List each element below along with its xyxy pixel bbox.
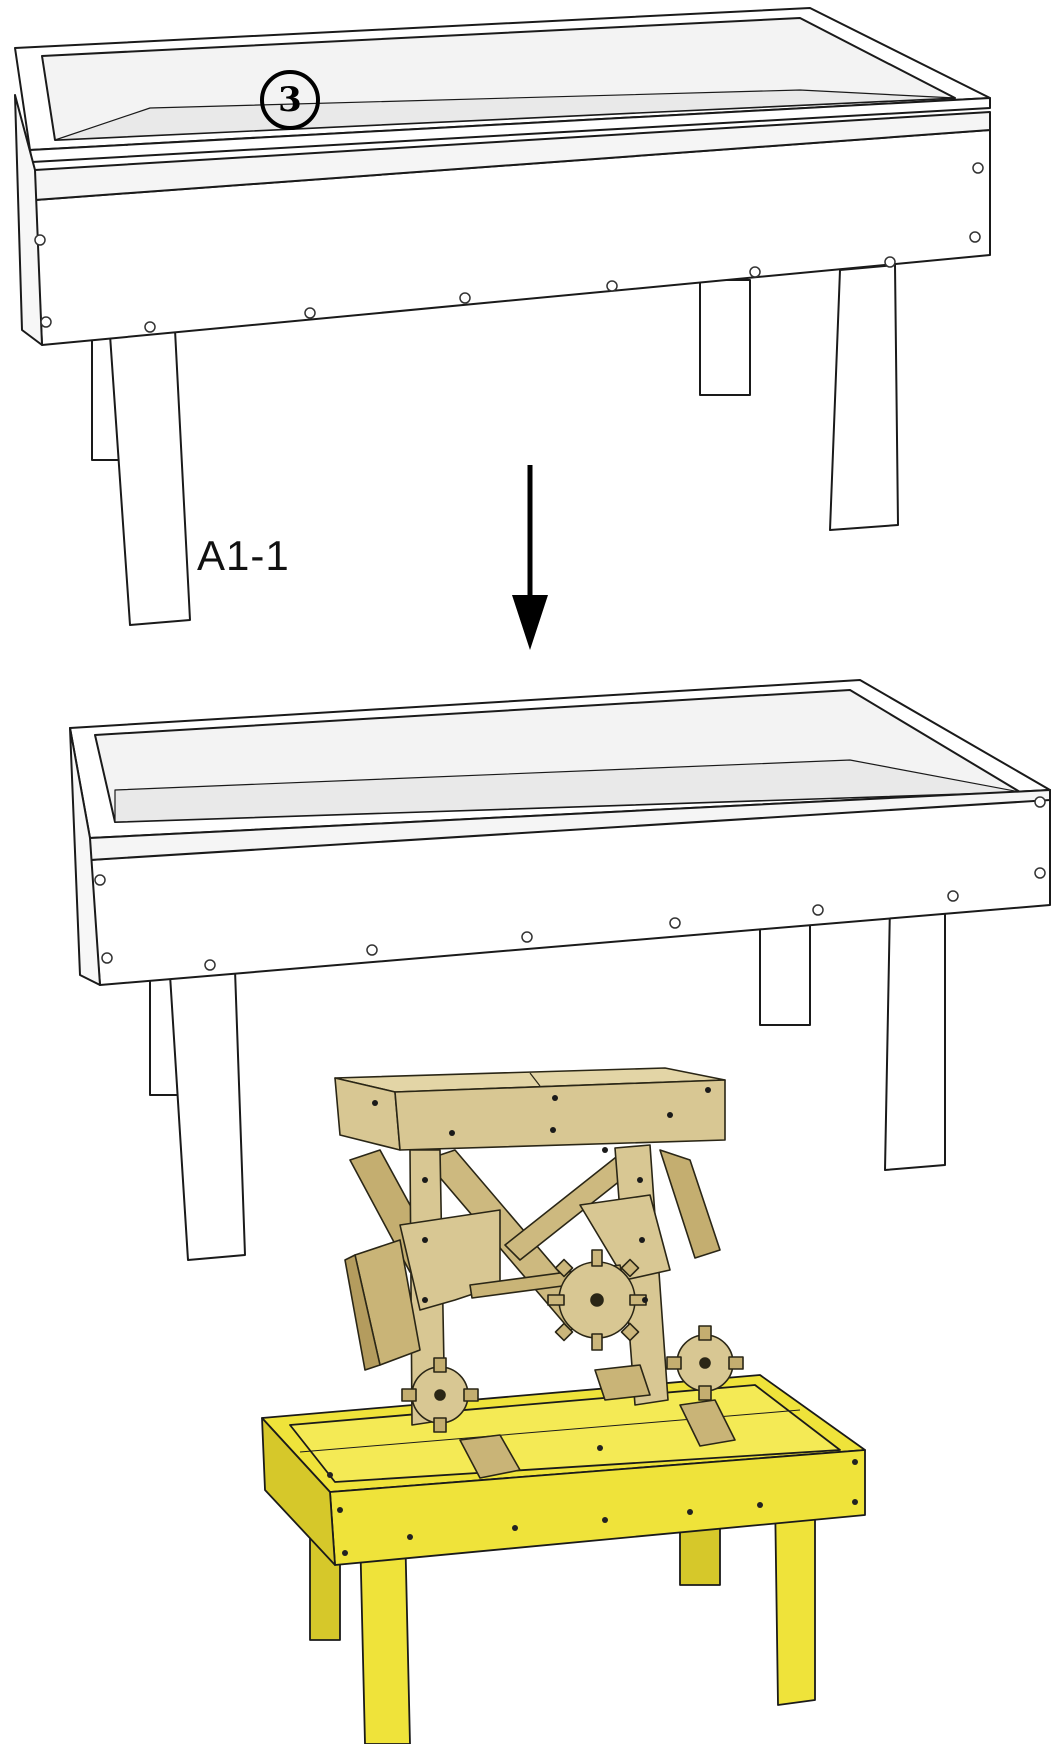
screw-icon: [852, 1499, 858, 1505]
screw-icon: [602, 1517, 608, 1523]
top-front-leg-left: [109, 329, 191, 626]
screw-icon: [366, 944, 378, 956]
screw-icon: [597, 1445, 603, 1451]
screw-icon: [101, 952, 113, 964]
mid-screws: [94, 796, 1046, 971]
screw-icon: [459, 292, 471, 304]
part-label: A1-1: [197, 532, 290, 579]
screw-icon: [512, 1525, 518, 1531]
mech-foot-right: [679, 1399, 736, 1447]
screw-icon: [40, 316, 52, 328]
top-table-assembly: [14, 7, 991, 626]
screw-icon: [327, 1472, 333, 1478]
top-screws: [34, 162, 984, 333]
screw-icon: [852, 1459, 858, 1465]
screw-icon: [34, 234, 46, 246]
step-number: 3: [278, 80, 302, 120]
screw-icon: [687, 1509, 693, 1515]
step-number-badge: 3: [260, 70, 320, 130]
mid-apron-side: [69, 727, 101, 986]
mid-back-leg-right: [759, 924, 811, 1026]
mid-front-leg-left: [169, 969, 246, 1261]
screw-icon: [337, 1507, 343, 1513]
yellow-base-table: [261, 1374, 866, 1744]
screw-icon: [144, 321, 156, 333]
top-front-leg-right: [829, 264, 899, 531]
screw-icon: [812, 904, 824, 916]
screw-icon: [521, 931, 533, 943]
mech-center-gear: [547, 1249, 647, 1351]
mech-right-arch: [579, 1194, 671, 1281]
mid-front-leg-right: [884, 899, 946, 1171]
base-screws: [327, 1445, 858, 1556]
top-back-leg-right: [699, 279, 751, 396]
down-arrow-icon: [512, 465, 548, 650]
screw-icon: [972, 162, 984, 174]
base-apron-side: [261, 1417, 336, 1566]
screw-icon: [669, 917, 681, 929]
screw-icon: [947, 890, 959, 902]
mech-foot-center: [594, 1364, 651, 1401]
screw-icon: [749, 266, 761, 278]
mech-brace-right: [659, 1149, 721, 1259]
wooden-mechanism: [334, 1067, 744, 1479]
mech-foot-left: [459, 1434, 521, 1479]
screw-icon: [606, 280, 618, 292]
mech-left-gear: [401, 1357, 479, 1433]
middle-table-assembly: [69, 679, 1051, 1261]
mech-left-chute-side: [344, 1254, 381, 1371]
screw-icon: [1034, 796, 1046, 808]
mech-trough-divider: [529, 1072, 541, 1087]
mech-screws: [372, 1087, 711, 1303]
screw-icon: [1034, 867, 1046, 879]
mech-right-gear: [666, 1325, 744, 1401]
screw-icon: [94, 874, 106, 886]
screw-icon: [342, 1550, 348, 1556]
mech-trough-face: [394, 1079, 726, 1151]
screw-icon: [204, 959, 216, 971]
screw-icon: [969, 231, 981, 243]
screw-icon: [757, 1502, 763, 1508]
screw-icon: [884, 256, 896, 268]
screw-icon: [407, 1534, 413, 1540]
top-apron-side: [14, 94, 43, 346]
screw-icon: [304, 307, 316, 319]
